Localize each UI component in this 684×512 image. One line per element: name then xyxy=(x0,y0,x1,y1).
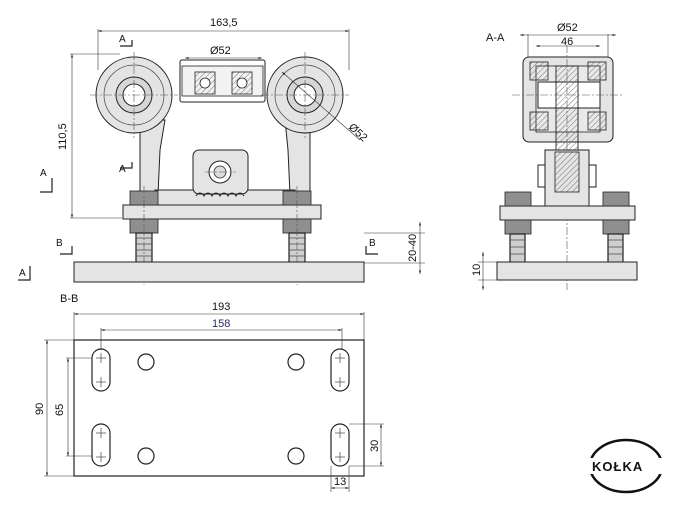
side-top-plate xyxy=(499,205,636,221)
slot-bottom-right xyxy=(330,423,350,467)
top-plate xyxy=(122,204,322,220)
plate-dim-slot-length: 30 xyxy=(369,440,381,452)
section-b-right-label: B xyxy=(369,238,376,249)
side-dim-wheel-diameter: Ø52 xyxy=(557,22,578,34)
section-a-left-label: A xyxy=(40,168,47,179)
base-plate-outline xyxy=(73,339,365,477)
plate-dim-width: 193 xyxy=(212,301,230,313)
weld-bead xyxy=(195,192,245,197)
dim-wheel-diameter: Ø52 xyxy=(346,121,369,144)
hole-bottom-right xyxy=(287,447,305,465)
side-dim-width: 46 xyxy=(561,36,573,48)
left-wheel xyxy=(90,52,178,138)
slot-top-left xyxy=(91,348,111,392)
bottom-plate xyxy=(73,261,365,283)
hole-bottom-left xyxy=(137,447,155,465)
side-view-title: A-A xyxy=(486,32,505,44)
plate-dim-slot-width: 13 xyxy=(334,476,346,488)
kolka-logo: KOŁKA xyxy=(588,438,664,494)
front-view: 163,5 110,5 A A A A B B Ø52 xyxy=(18,17,425,285)
dim-height-range: 20-40 xyxy=(407,234,419,262)
section-b-left-label: B xyxy=(56,238,63,249)
right-wheel xyxy=(261,52,361,141)
dim-height: 110,5 xyxy=(57,123,69,150)
dim-bearing-diameter: Ø52 xyxy=(210,45,231,57)
section-a-bottom-label: A xyxy=(19,268,26,279)
section-a-top-label: A xyxy=(119,34,126,45)
hole-top-right xyxy=(287,353,305,371)
hole-top-left xyxy=(137,353,155,371)
dim-overall-width: 163,5 xyxy=(210,17,238,29)
side-view: A-A Ø52 46 xyxy=(471,22,638,290)
plate-view: B-B 193 158 90 65 xyxy=(34,293,384,492)
logo-text: KOŁKA xyxy=(592,459,643,474)
slot-top-right xyxy=(330,348,350,392)
section-a-mid-label: A xyxy=(119,164,126,175)
plate-view-title: B-B xyxy=(60,293,78,305)
side-bottom-plate xyxy=(496,261,638,281)
slot-bottom-left xyxy=(91,423,111,467)
plate-dim-height: 90 xyxy=(34,403,46,415)
side-dim-plate-thickness: 10 xyxy=(471,264,483,276)
plate-dim-hole-spacing: 158 xyxy=(212,318,230,330)
plate-dim-slot-spacing: 65 xyxy=(54,404,66,416)
